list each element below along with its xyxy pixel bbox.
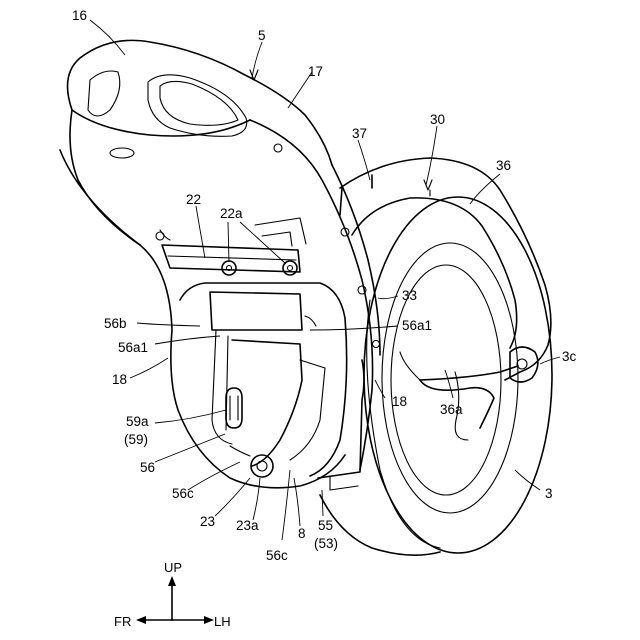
arrow-30-icon <box>424 180 432 190</box>
label-22: 22 <box>186 192 201 207</box>
label-37: 37 <box>352 126 367 141</box>
label-3c: 3c <box>562 349 577 364</box>
label-59a: 59a <box>126 414 149 429</box>
label-17: 17 <box>308 64 323 79</box>
label-56: 56 <box>140 460 155 475</box>
label-5: 5 <box>258 28 266 43</box>
mechanism-56 <box>210 292 325 477</box>
fr-arrow-icon <box>136 616 146 624</box>
frame-5 <box>60 40 380 490</box>
label-36: 36 <box>496 158 511 173</box>
label-56b: 56b <box>104 316 127 331</box>
bracket-22 <box>162 218 306 275</box>
label-23: 23 <box>200 514 215 529</box>
axis-lh-label: LH <box>214 614 231 629</box>
direction-axes: UP FR LH <box>114 560 231 629</box>
label-18-left: 18 <box>112 372 127 387</box>
label-16: 16 <box>72 8 87 23</box>
label-56c-left: 56c <box>172 486 194 501</box>
label-33: 33 <box>402 288 417 303</box>
axis-up-label: UP <box>164 560 182 575</box>
label-59: (59) <box>124 432 148 447</box>
label-56c-bottom: 56c <box>266 548 288 563</box>
label-56a1-left: 56a1 <box>118 340 148 355</box>
label-22a: 22a <box>220 206 243 221</box>
label-3: 3 <box>545 486 553 501</box>
label-18-right: 18 <box>392 394 407 409</box>
label-55: 55 <box>318 518 333 533</box>
wheel-3 <box>320 197 552 555</box>
label-56a1-right: 56a1 <box>402 318 432 333</box>
label-23a: 23a <box>236 518 259 533</box>
label-8: 8 <box>298 526 306 541</box>
up-arrow-icon <box>168 576 176 586</box>
lh-arrow-icon <box>204 616 214 624</box>
label-53: (53) <box>314 536 338 551</box>
axis-fr-label: FR <box>114 614 131 629</box>
label-30: 30 <box>430 112 445 127</box>
label-36a: 36a <box>440 402 463 417</box>
